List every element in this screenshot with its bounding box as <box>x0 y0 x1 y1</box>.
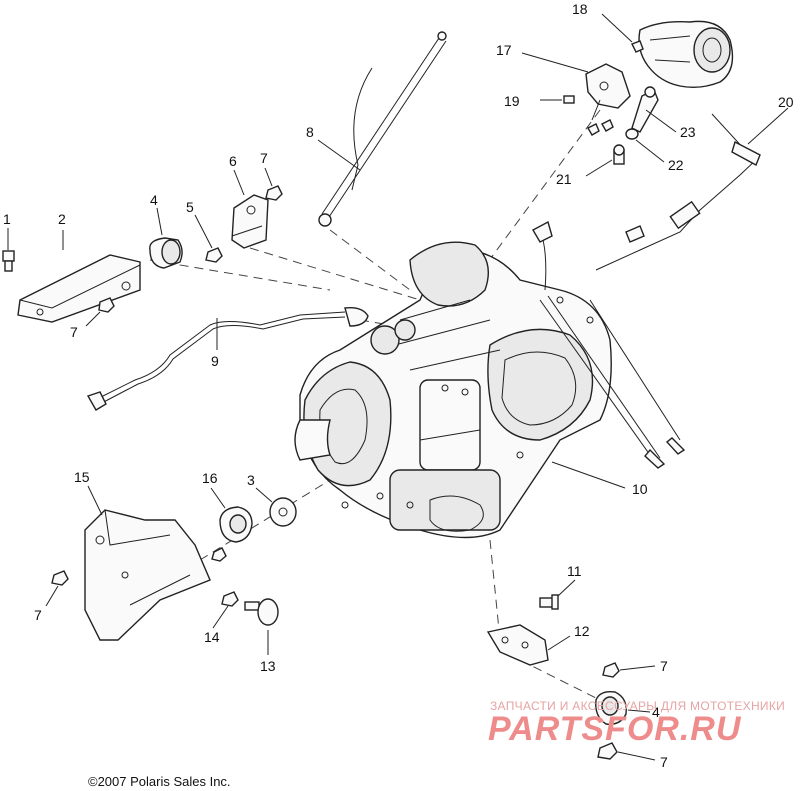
part-7-nut-d <box>602 662 620 678</box>
part-8-rod <box>318 31 447 227</box>
callout-8: 8 <box>306 124 314 140</box>
part-23-fitting <box>631 86 659 133</box>
watermark-brand: PARTSFOR.RU <box>488 710 742 748</box>
part-4-rubber-mount-b <box>595 690 627 725</box>
part-19-screw <box>563 95 575 104</box>
part-screw-small <box>587 123 600 136</box>
callout-12: 12 <box>574 623 590 639</box>
callout-13: 13 <box>260 658 276 674</box>
part-12-bracket <box>486 624 549 666</box>
part-11-bolt <box>539 594 559 610</box>
callout-3: 3 <box>247 472 255 488</box>
callout-10: 10 <box>632 481 648 497</box>
part-screw-small-b <box>601 119 614 132</box>
copyright-text: ©2007 Polaris Sales Inc. <box>88 774 231 789</box>
part-20-throttle-cable <box>595 113 761 271</box>
callout-5: 5 <box>186 199 194 215</box>
callout-21: 21 <box>556 171 572 187</box>
callout-23: 23 <box>680 124 696 140</box>
callout-7d: 7 <box>660 658 668 674</box>
part-21-nipple <box>613 144 625 165</box>
part-3-washer <box>269 497 297 527</box>
callout-16: 16 <box>202 470 218 486</box>
part-4-rubber-mount <box>149 237 183 269</box>
part-16-rubber-mount <box>219 506 253 543</box>
callout-4a: 4 <box>150 192 158 208</box>
callout-6: 6 <box>229 153 237 169</box>
callout-7c: 7 <box>34 607 42 623</box>
callout-4b: 4 <box>652 704 660 720</box>
part-5-nut <box>205 247 223 263</box>
callout-15: 15 <box>74 469 90 485</box>
callout-14: 14 <box>204 629 220 645</box>
watermark-tagline: ЗАПЧАСТИ И АКСЕССУАРЫ ДЛЯ МОТОТЕХНИКИ <box>490 699 785 713</box>
callout-7a: 7 <box>70 324 78 340</box>
part-14-nut <box>221 591 239 607</box>
callout-2: 2 <box>58 211 66 227</box>
callout-7b: 7 <box>260 150 268 166</box>
part-17-bracket <box>585 63 631 121</box>
part-7-nut-b <box>265 185 283 201</box>
part-7-nut-c <box>51 570 69 586</box>
part-22-nut <box>625 128 639 140</box>
callout-7e: 7 <box>660 754 668 770</box>
callout-19: 19 <box>504 93 520 109</box>
part-6-bracket <box>231 194 269 249</box>
part-18-throttle-body <box>631 20 734 89</box>
part-nut-small <box>211 547 227 562</box>
engine-assembly <box>294 220 612 539</box>
part-15-bracket <box>84 509 211 641</box>
part-1-bolt <box>2 250 15 272</box>
watermark: ЗАПЧАСТИ И АКСЕССУАРЫ ДЛЯ МОТОТЕХНИКИ PA… <box>488 699 785 748</box>
callout-18: 18 <box>572 1 588 17</box>
callout-11: 11 <box>567 563 582 579</box>
callout-1: 1 <box>3 211 11 227</box>
part-7-nut-a <box>98 297 115 313</box>
part-9-cable <box>86 306 369 411</box>
part-2-bracket <box>17 254 141 323</box>
callout-17: 17 <box>496 42 512 58</box>
part-7-nut-e <box>597 742 618 760</box>
callout-22: 22 <box>668 157 684 173</box>
callout-20: 20 <box>778 94 794 110</box>
callout-9: 9 <box>211 353 219 369</box>
part-13-bolt <box>244 598 279 626</box>
